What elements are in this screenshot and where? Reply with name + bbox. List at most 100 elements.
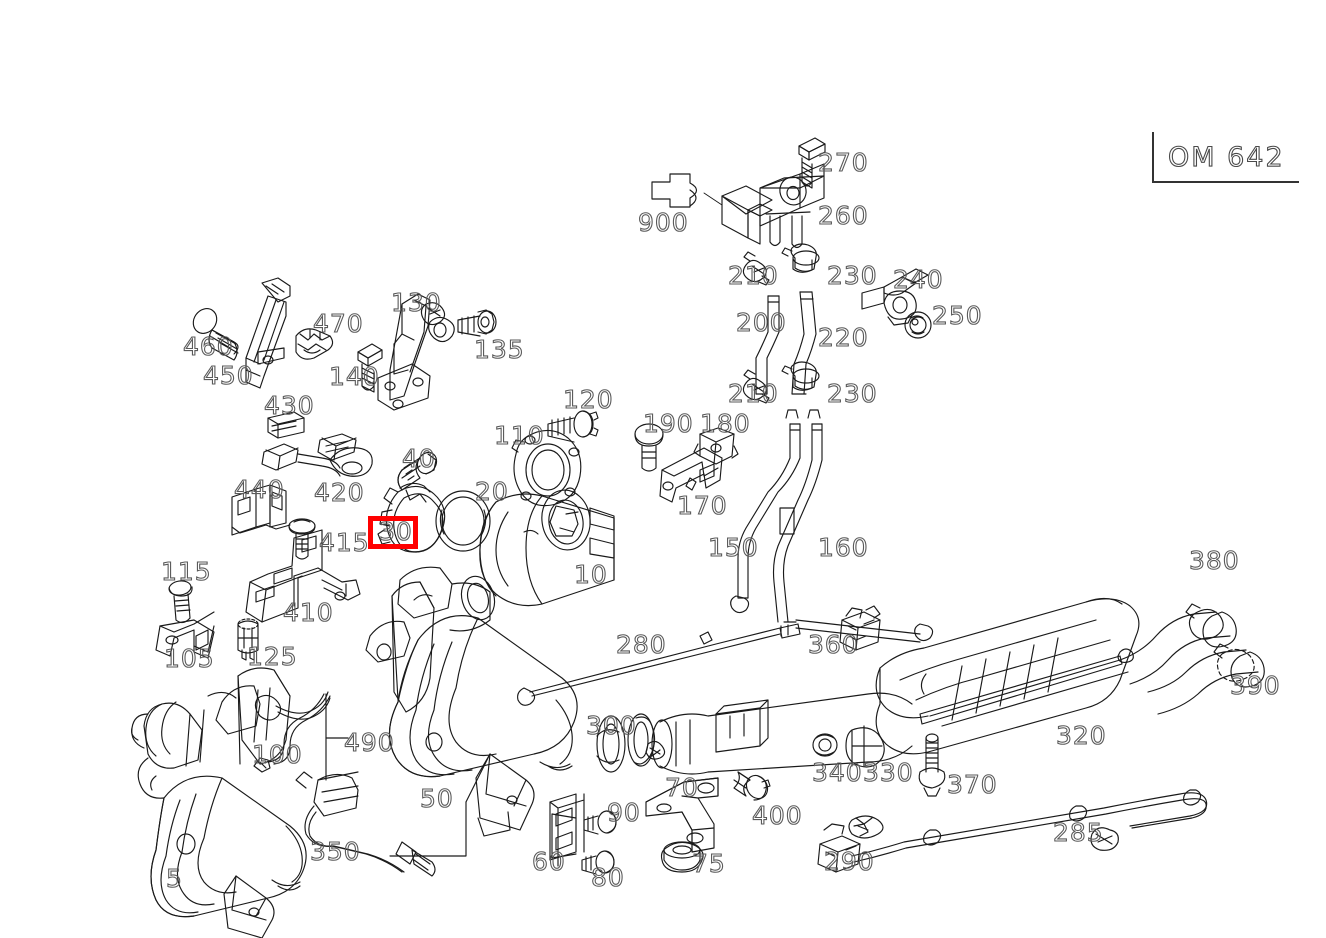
part-180-clip xyxy=(693,427,739,465)
callout-label-350: 350 xyxy=(309,837,361,866)
callout-label-60: 60 xyxy=(531,847,566,876)
callout-label-420: 420 xyxy=(313,478,365,507)
callout-label-190: 190 xyxy=(642,409,694,438)
part-490-leader xyxy=(325,693,349,781)
callout-label-430: 430 xyxy=(263,391,315,420)
part-105-bracket xyxy=(155,611,215,659)
callout-label-280: 280 xyxy=(615,630,667,659)
part-125-clip xyxy=(237,618,259,661)
part-50-dpf xyxy=(365,566,578,837)
callout-label-260: 260 xyxy=(817,201,869,230)
callout-label-100: 100 xyxy=(251,740,303,769)
part-270-bolt xyxy=(798,137,826,189)
callout-label-210: 210 xyxy=(727,261,779,290)
part-410-bracket xyxy=(245,529,361,623)
callout-label-410: 410 xyxy=(282,598,334,627)
callout-label-75: 75 xyxy=(691,849,726,878)
highlight-box-part-30[interactable] xyxy=(368,516,418,549)
callout-label-140: 140 xyxy=(328,362,380,391)
callout-label-230: 230 xyxy=(826,379,878,408)
callout-label-470: 470 xyxy=(312,309,364,338)
part-250-seal xyxy=(904,311,932,339)
callout-label-170: 170 xyxy=(676,491,728,520)
callout-label-390: 390 xyxy=(1229,671,1281,700)
part-50-leader2 xyxy=(465,753,491,803)
callout-label-125: 125 xyxy=(246,642,298,671)
part-320-muffler xyxy=(875,597,1140,755)
part-280-sensor-lead xyxy=(517,623,801,706)
callout-label-360: 360 xyxy=(807,630,859,659)
part-300-ring xyxy=(596,713,666,773)
part-50-leader xyxy=(389,801,467,857)
part-20-seal-ring xyxy=(435,490,491,552)
callout-label-270: 270 xyxy=(817,148,869,177)
callout-label-80: 80 xyxy=(590,863,625,892)
part-mid-exhaust-pipe xyxy=(651,692,913,775)
callout-label-5: 5 xyxy=(165,864,183,893)
part-170-bracket xyxy=(659,447,723,503)
part-190-bolt xyxy=(634,423,664,472)
part-350-sensor xyxy=(295,771,436,877)
callout-label-220: 220 xyxy=(817,323,869,352)
model-badge-label: OM 642 xyxy=(1167,141,1285,173)
callout-label-370: 370 xyxy=(946,770,998,799)
callout-label-130: 130 xyxy=(390,288,442,317)
part-400-bolt xyxy=(733,771,771,801)
callout-label-40: 40 xyxy=(401,444,436,473)
part-120-bolt xyxy=(547,410,599,443)
callout-label-460: 460 xyxy=(182,332,234,361)
part-900-plug xyxy=(651,173,723,208)
part-340-330 xyxy=(812,725,885,768)
part-210-clamps xyxy=(742,251,770,404)
part-30-clamp xyxy=(377,482,446,553)
callout-label-160: 160 xyxy=(817,533,869,562)
part-tailpipes xyxy=(1117,603,1265,715)
callout-label-200: 200 xyxy=(735,308,787,337)
callout-label-10: 10 xyxy=(573,560,608,589)
part-130-bracket xyxy=(377,293,455,411)
callout-label-230: 230 xyxy=(826,261,878,290)
part-470-clip xyxy=(295,328,334,360)
callout-label-210: 210 xyxy=(727,379,779,408)
callout-label-400: 400 xyxy=(751,801,803,830)
callout-label-180: 180 xyxy=(699,409,751,438)
callout-label-440: 440 xyxy=(233,475,285,504)
part-70-bracket xyxy=(645,777,719,853)
callout-label-115: 115 xyxy=(160,557,212,586)
callout-label-120: 120 xyxy=(562,385,614,414)
part-10-catalyst xyxy=(479,489,615,607)
callout-label-450: 450 xyxy=(202,361,254,390)
callout-label-20: 20 xyxy=(474,477,509,506)
callout-label-415: 415 xyxy=(318,528,370,557)
callout-label-290: 290 xyxy=(823,847,875,876)
part-420-clip-assembly xyxy=(261,433,373,477)
part-440-shield xyxy=(231,484,291,536)
callout-label-490: 490 xyxy=(343,728,395,757)
part-140-screw xyxy=(357,343,383,393)
callout-label-250: 250 xyxy=(931,301,983,330)
part-5-front-catalyst xyxy=(131,667,307,938)
part-90-80-60 xyxy=(549,793,617,875)
callout-label-30: 30 xyxy=(378,517,413,546)
callout-label-300: 300 xyxy=(585,711,637,740)
part-370-bolt xyxy=(918,733,946,797)
callout-label-150: 150 xyxy=(707,533,759,562)
part-220-hose xyxy=(791,291,817,395)
part-75-nut xyxy=(660,841,704,873)
callout-label-70: 70 xyxy=(664,773,699,802)
part-240-valve xyxy=(861,268,929,326)
callout-label-330: 330 xyxy=(862,758,914,787)
callout-label-105: 105 xyxy=(163,644,215,673)
part-360-connector xyxy=(839,605,881,651)
part-450-bracket xyxy=(245,277,291,389)
callout-label-135: 135 xyxy=(473,335,525,364)
part-285-harness xyxy=(817,789,1208,873)
callout-label-900: 900 xyxy=(637,208,689,237)
part-460-bolt xyxy=(192,308,239,361)
callout-label-320: 320 xyxy=(1055,721,1107,750)
part-200-hose xyxy=(755,295,780,395)
part-430-clip xyxy=(267,411,305,439)
callout-label-285: 285 xyxy=(1052,818,1104,847)
